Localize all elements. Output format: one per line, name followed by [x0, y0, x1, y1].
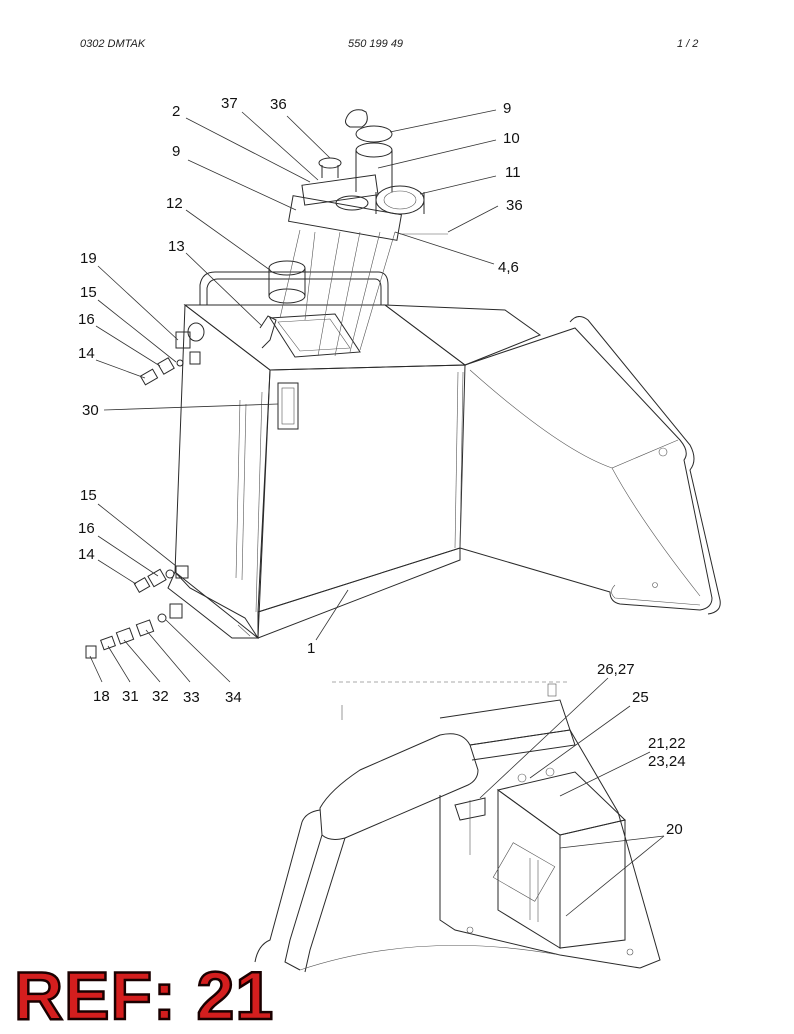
header-part-number: 550 199 49 — [348, 38, 404, 50]
lower-fittings — [85, 565, 189, 659]
callout-18: 18 — [93, 688, 110, 705]
callout-25: 25 — [632, 689, 649, 706]
lower-mounted-view — [254, 681, 661, 973]
callout-37: 37 — [221, 95, 238, 112]
hydraulic-tank — [167, 271, 467, 640]
callout-36: 36 — [506, 197, 523, 214]
callout-11: 11 — [505, 164, 521, 181]
callout-labels: 2 37 36 9 10 9 11 12 36 13 4,6 19 15 16 … — [78, 95, 686, 838]
callout-2: 2 — [172, 103, 180, 120]
callout-21-22: 21,22 — [648, 735, 686, 752]
leader-lines — [89, 109, 665, 917]
callout-14: 14 — [78, 546, 95, 563]
callout-9: 9 — [503, 100, 511, 117]
callout-19: 19 — [80, 250, 97, 267]
header-document-code: 0302 DMTAK — [80, 38, 146, 50]
callout-14: 14 — [78, 345, 95, 362]
callout-26-27: 26,27 — [597, 661, 635, 678]
callout-34: 34 — [225, 689, 242, 706]
callout-33: 33 — [183, 689, 200, 706]
upper-fittings — [139, 322, 205, 386]
filler-breather-assembly — [259, 109, 448, 357]
callout-15: 15 — [80, 487, 97, 504]
callout-32: 32 — [152, 688, 169, 705]
header-page-number: 1 / 2 — [677, 38, 699, 50]
callout-15: 15 — [80, 284, 97, 301]
callout-1: 1 — [307, 640, 315, 657]
callout-20: 20 — [666, 821, 683, 838]
callout-4-6: 4,6 — [498, 259, 519, 276]
side-guard-panel — [383, 304, 721, 615]
reference-badge: REF: 21 — [13, 958, 275, 1034]
callout-23-24: 23,24 — [648, 753, 686, 770]
callout-16: 16 — [78, 311, 95, 328]
callout-31: 31 — [122, 688, 139, 705]
callout-30: 30 — [82, 402, 99, 419]
callout-13: 13 — [168, 238, 185, 255]
callout-9: 9 — [172, 143, 180, 160]
callout-16: 16 — [78, 520, 95, 537]
callout-36: 36 — [270, 96, 287, 113]
callout-10: 10 — [503, 130, 520, 147]
callout-12: 12 — [166, 195, 183, 212]
